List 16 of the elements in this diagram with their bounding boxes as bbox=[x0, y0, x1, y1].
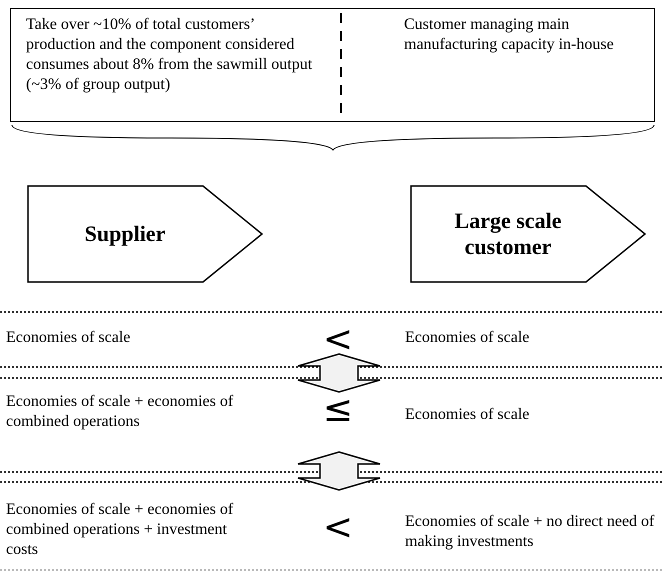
text-box bbox=[10, 8, 655, 122]
row-text: Economies of scale + economies of combined operations + investment costs bbox=[6, 500, 234, 560]
row-text: Economies of scale bbox=[405, 405, 530, 425]
heading-text: Large scale customer bbox=[454, 208, 562, 260]
comparison-symbol: ≤ bbox=[322, 392, 354, 428]
heading-text: Supplier bbox=[84, 221, 166, 247]
row-text: Economies of scale + no direct need of making investments bbox=[405, 512, 656, 552]
row-text: Economies of scale bbox=[6, 328, 132, 348]
description-text: Customer managing main manufacturing capacity in-house bbox=[404, 15, 615, 55]
comparison-symbol: < bbox=[322, 510, 354, 546]
arrow-shape bbox=[410, 185, 646, 283]
row-text: Economies of scale bbox=[405, 328, 530, 348]
row-text: Economies of scale + economies of combined operations bbox=[6, 392, 234, 432]
comparison-symbol: < bbox=[322, 322, 354, 358]
description-text: Take over ~10% of total customers’ production and the component considered consumes about 8% from the sawmill output (~3% of group output) bbox=[26, 15, 314, 95]
arrow-shape bbox=[27, 185, 263, 283]
